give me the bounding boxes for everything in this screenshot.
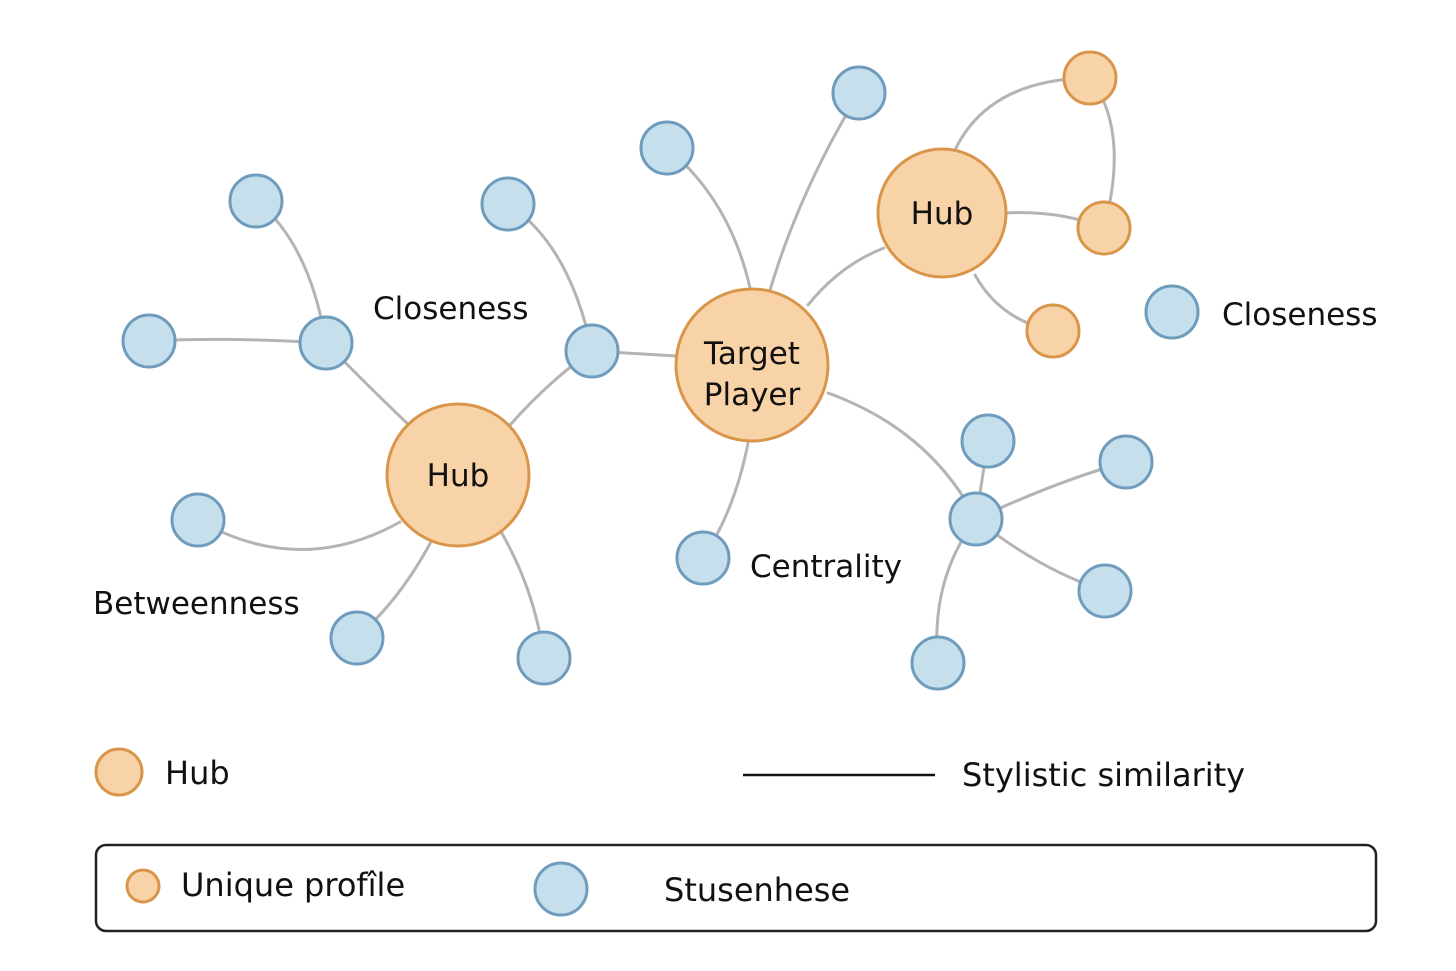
hub-node-right: Hub bbox=[876, 147, 1008, 279]
player-node bbox=[298, 315, 354, 371]
edge bbox=[768, 91, 861, 292]
closeness-label-left: Closeness bbox=[373, 291, 528, 327]
legend-similarity-label: Stylistic similarity bbox=[962, 756, 1245, 794]
player-node bbox=[228, 173, 284, 229]
legend-unique-profile-label: Unique profîle bbox=[181, 866, 405, 904]
player-node bbox=[516, 630, 572, 686]
legend-box bbox=[94, 843, 1378, 933]
player-node bbox=[1077, 563, 1133, 619]
unique-profile-node bbox=[1025, 303, 1081, 359]
edge bbox=[826, 391, 978, 521]
player-node bbox=[960, 413, 1016, 469]
player-node bbox=[910, 635, 966, 691]
legend-stusenhese-label: Stusenhese bbox=[664, 871, 850, 909]
legend-hub-swatch bbox=[94, 747, 144, 797]
hub-label: Hub bbox=[427, 458, 490, 494]
edge bbox=[806, 246, 886, 307]
player-node bbox=[831, 65, 887, 121]
nodes: Hub Hub Target Player bbox=[121, 50, 1200, 691]
legend-hub-label: Hub bbox=[165, 754, 230, 792]
player-node bbox=[639, 120, 695, 176]
unique-profile-node bbox=[1062, 50, 1118, 106]
player-node bbox=[170, 492, 226, 548]
target-player-label-line2: Player bbox=[704, 377, 801, 413]
edge bbox=[196, 518, 402, 551]
player-node bbox=[121, 313, 177, 369]
player-node bbox=[480, 176, 536, 232]
centrality-label: Centrality bbox=[750, 549, 902, 585]
legend-unique-profile-swatch bbox=[125, 868, 161, 904]
player-node bbox=[948, 491, 1004, 547]
annotations: Closeness Closeness Betweenness Centrali… bbox=[93, 291, 1377, 622]
hub-label: Hub bbox=[911, 196, 974, 232]
hub-node-left: Hub bbox=[385, 402, 531, 548]
player-node bbox=[1098, 434, 1154, 490]
unique-profile-node bbox=[1076, 200, 1132, 256]
player-node bbox=[675, 530, 731, 586]
target-player-label-line1: Target bbox=[703, 336, 800, 372]
target-player-node: Target Player bbox=[674, 287, 830, 443]
player-node bbox=[329, 610, 385, 666]
betweenness-label: Betweenness bbox=[93, 586, 300, 622]
player-node bbox=[564, 323, 620, 379]
closeness-label-right: Closeness bbox=[1222, 297, 1377, 333]
player-node bbox=[1144, 284, 1200, 340]
legend: Hub Stylistic similarity Unique profîle … bbox=[94, 747, 1378, 933]
legend-stusenhese-swatch bbox=[533, 861, 589, 917]
